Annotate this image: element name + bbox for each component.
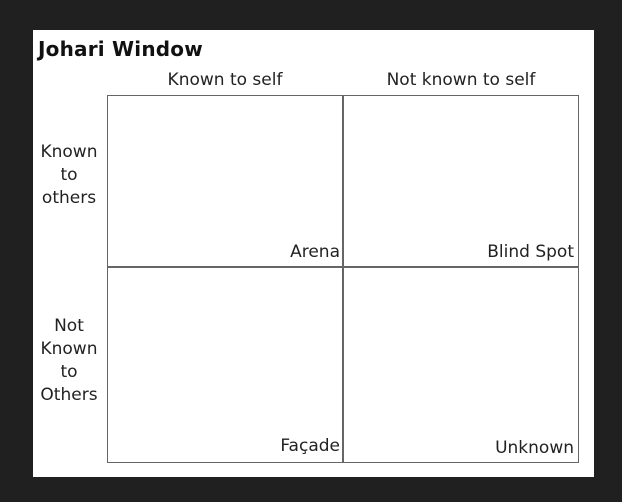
row-header-word: Not xyxy=(54,316,84,336)
quadrant-label-unknown: Unknown xyxy=(495,438,574,458)
quadrant-label-arena: Arena xyxy=(290,242,340,262)
diagram-title: Johari Window xyxy=(38,37,203,61)
quadrant-label-facade: Façade xyxy=(280,436,340,456)
quadrant-grid: Arena Blind Spot Façade Unknown xyxy=(107,95,579,463)
quadrant-label-blind-spot: Blind Spot xyxy=(487,242,574,262)
row-header-word: others xyxy=(41,188,97,208)
row-header-not-known-to-others: Not Known to Others xyxy=(33,315,105,407)
row-header-word: Others xyxy=(40,385,98,405)
row-header-word: to xyxy=(60,362,78,382)
johari-window-panel: Johari Window Known to self Not known to… xyxy=(33,30,594,477)
row-header-known-to-others: Known to others xyxy=(33,141,105,210)
vertical-divider xyxy=(342,96,344,462)
row-header-word: Known xyxy=(40,339,98,359)
row-header-word: to xyxy=(60,165,78,185)
column-header-not-known-to-self: Not known to self xyxy=(386,70,536,90)
horizontal-divider xyxy=(108,266,578,268)
column-header-known-to-self: Known to self xyxy=(167,70,283,90)
row-header-word: Known xyxy=(40,142,98,162)
